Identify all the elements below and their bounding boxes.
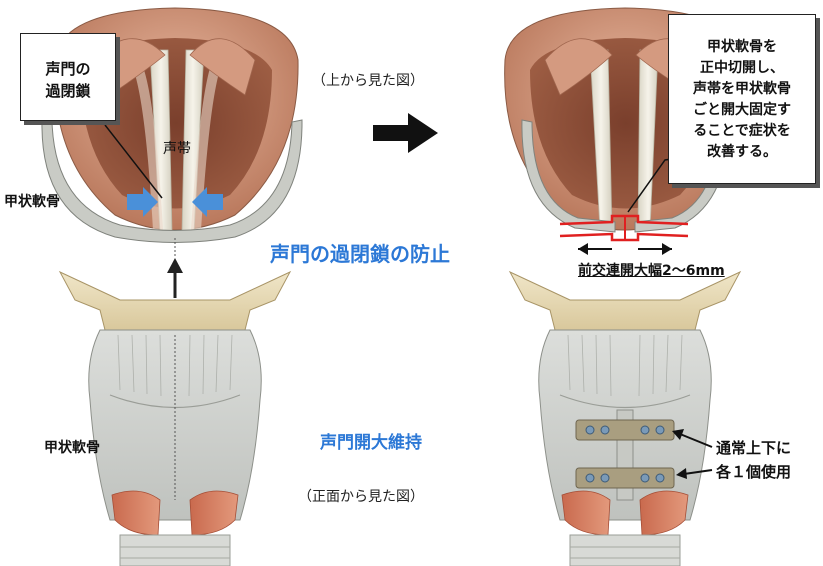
callout-right-line-4: ごと開大固定す xyxy=(669,100,815,121)
implant-lower xyxy=(576,468,674,488)
vocal-cord-label: 声帯 xyxy=(163,138,191,158)
procedure-callout: 甲状軟骨を 正中切開し、 声帯を甲状軟骨 ごと開大固定す ることで症状を 改善す… xyxy=(668,14,816,184)
thyroid-cartilage-label-top: 甲状軟骨 xyxy=(4,191,60,211)
maintain-opening-heading: 声門開大維持 xyxy=(320,428,422,453)
callout-right-line-5: ることで症状を xyxy=(669,121,815,142)
usage-label-line-2: 各１個使用 xyxy=(716,461,791,482)
callout-right-line-6: 改善する。 xyxy=(669,142,815,163)
front-view-caption: （正面から見た図） xyxy=(298,486,424,506)
up-arrow xyxy=(167,258,183,298)
thyroid-cartilage-label-bottom: 甲状軟骨 xyxy=(44,437,100,457)
implant-upper xyxy=(576,420,674,440)
bottom-left-larynx xyxy=(60,272,290,566)
top-view-caption: （上から見た図） xyxy=(312,70,424,90)
glottic-overclosure-callout: 声門の 過閉鎖 xyxy=(20,33,116,121)
anterior-commissure-width-label: 前交連開大幅2～6mm xyxy=(578,260,725,280)
usage-label-line-1: 通常上下に xyxy=(716,437,791,458)
callout-left-line-2: 過閉鎖 xyxy=(21,80,115,102)
callout-right-line-3: 声帯を甲状軟骨 xyxy=(669,79,815,100)
callout-right-line-2: 正中切開し、 xyxy=(669,58,815,79)
callout-left-line-1: 声門の xyxy=(21,58,115,80)
callout-right-line-1: 甲状軟骨を xyxy=(669,37,815,58)
bottom-right-larynx xyxy=(510,272,740,566)
transition-arrow xyxy=(373,113,438,153)
prevent-overclosure-heading: 声門の過閉鎖の防止 xyxy=(270,238,450,267)
